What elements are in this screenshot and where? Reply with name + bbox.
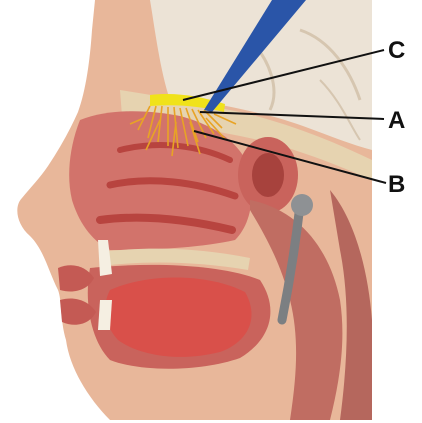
- tongue: [105, 277, 251, 356]
- label-b: B: [388, 171, 405, 198]
- sinus-inner: [252, 153, 284, 197]
- label-a: A: [388, 107, 405, 134]
- label-c: C: [388, 37, 405, 64]
- incisor-lower: [98, 300, 112, 330]
- tube-opening: [291, 194, 313, 216]
